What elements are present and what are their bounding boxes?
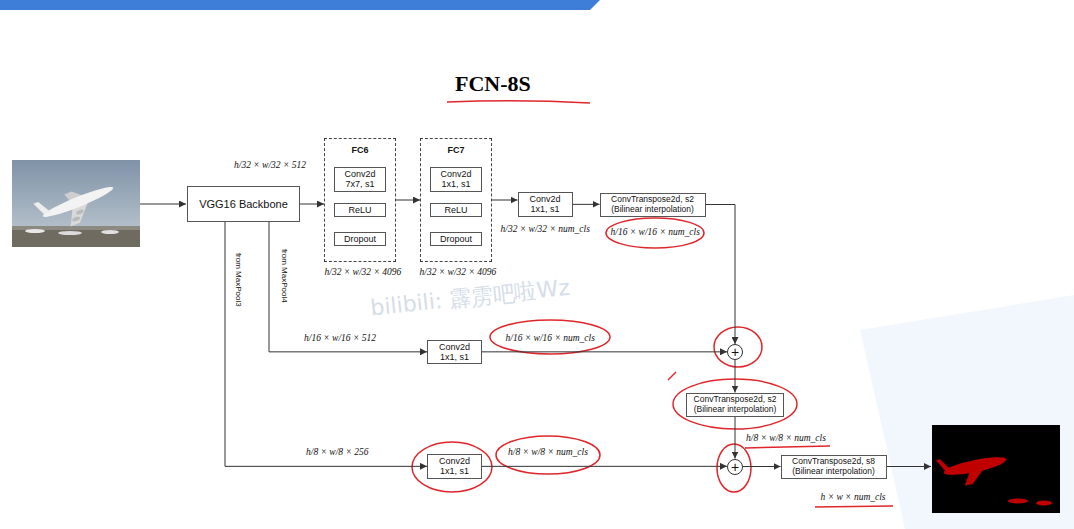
conv-box: Conv2d 1x1, s1 xyxy=(427,340,482,365)
annotation-circle xyxy=(496,436,600,474)
conv-box: Conv2d 1x1, s1 xyxy=(427,454,482,479)
connector xyxy=(396,200,420,201)
title-underline xyxy=(447,101,590,103)
layer-group: FC7Conv2d 1x1, s1 ReLU Dropout xyxy=(420,138,492,262)
dimension-label: h × w × num_cls xyxy=(821,492,886,503)
annotation-underline xyxy=(815,506,893,507)
dropout-box: Dropout xyxy=(430,232,482,246)
box-text: VGG16 Backbone xyxy=(191,198,296,211)
connector xyxy=(706,205,736,345)
top-bar xyxy=(0,0,600,10)
box-text: Dropout xyxy=(434,234,478,244)
dimension-label: h/32 × w/32 × 4096 xyxy=(325,267,402,278)
sum-node: + xyxy=(727,459,743,475)
dimension-label: h/16 × w/16 × num_cls xyxy=(611,227,700,238)
box-text: Conv2d 1x1, s1 xyxy=(431,342,478,363)
annotation-circle xyxy=(717,444,751,492)
box-text: Conv2d 7x7, s1 xyxy=(338,169,382,190)
upsample-box: ConvTranspose2d, s8 (Bilinear interpolat… xyxy=(781,455,887,479)
box-text: ConvTranspose2d, s2 (Bilinear interpolat… xyxy=(604,195,702,215)
connector xyxy=(735,360,736,393)
layer-group: FC6Conv2d 7x7, s1 ReLU Dropout xyxy=(324,138,396,262)
annotation-underline xyxy=(745,446,830,448)
dimension-label: h/8 × w/8 × 256 xyxy=(306,447,368,458)
annotation-circle xyxy=(606,218,704,248)
dimension-label: h/8 × w/8 × num_cls xyxy=(508,447,588,458)
group-heading: FC7 xyxy=(421,145,491,155)
group-heading: FC6 xyxy=(325,145,395,155)
box-text: ReLU xyxy=(434,205,478,215)
sum-node: + xyxy=(727,344,743,360)
connector xyxy=(573,204,600,205)
dimension-label: h/8 × w/8 × num_cls xyxy=(746,433,826,444)
connector xyxy=(300,204,324,205)
box-text: ConvTranspose2d, s8 (Bilinear interpolat… xyxy=(785,457,883,477)
box-text: + xyxy=(728,460,742,474)
conv-box: Conv2d 1x1, s1 xyxy=(518,192,573,217)
box-text: ConvTranspose2d, s2 (Bilinear interpolat… xyxy=(690,395,780,415)
box-text: Dropout xyxy=(338,234,382,244)
activation-box: ReLU xyxy=(334,203,386,217)
upsample-box: ConvTranspose2d, s2 (Bilinear interpolat… xyxy=(600,193,706,217)
watermark: bilibili: 霹雳吧啦Wz xyxy=(369,275,571,322)
output-arrow xyxy=(887,466,931,467)
output-image xyxy=(932,425,1060,513)
source-label: from MaxPool4 xyxy=(279,249,289,303)
box-text: + xyxy=(728,345,742,359)
box-text: ReLU xyxy=(338,205,382,215)
connector xyxy=(482,351,727,352)
connector xyxy=(743,466,781,467)
backbone-box: VGG16 Backbone xyxy=(187,186,300,222)
dimension-label: h/32 × w/32 × 512 xyxy=(234,160,306,171)
connector xyxy=(225,222,427,466)
background-shape xyxy=(860,295,1074,529)
connector xyxy=(482,466,727,467)
diagram-title: FCN-8S xyxy=(455,71,531,97)
dimension-label: h/16 × w/16 × 512 xyxy=(304,333,376,344)
box-text: Conv2d 1x1, s1 xyxy=(522,194,569,215)
annotation-circle xyxy=(490,320,610,354)
activation-box: ReLU xyxy=(430,203,482,217)
conv-box: Conv2d 1x1, s1 xyxy=(430,167,482,192)
annotation-circle xyxy=(412,442,492,492)
box-text: Conv2d 1x1, s1 xyxy=(431,456,478,477)
dimension-label: h/32 × w/32 × num_cls xyxy=(501,224,590,235)
connector xyxy=(269,222,427,352)
connector xyxy=(735,417,736,459)
input-image xyxy=(12,160,140,247)
dropout-box: Dropout xyxy=(334,232,386,246)
box-text: Conv2d 1x1, s1 xyxy=(434,169,478,190)
conv-box: Conv2d 7x7, s1 xyxy=(334,167,386,192)
upsample-box: ConvTranspose2d, s2 (Bilinear interpolat… xyxy=(686,393,784,417)
input-arrow xyxy=(140,204,186,205)
dimension-label: h/16 × w/16 × num_cls xyxy=(506,333,595,344)
dimension-label: h/32 × w/32 × 4096 xyxy=(420,267,497,278)
source-label: from MaxPool3 xyxy=(233,253,243,307)
annotation-circle xyxy=(714,327,762,367)
annotation-tick xyxy=(668,372,676,380)
connector xyxy=(492,200,518,201)
